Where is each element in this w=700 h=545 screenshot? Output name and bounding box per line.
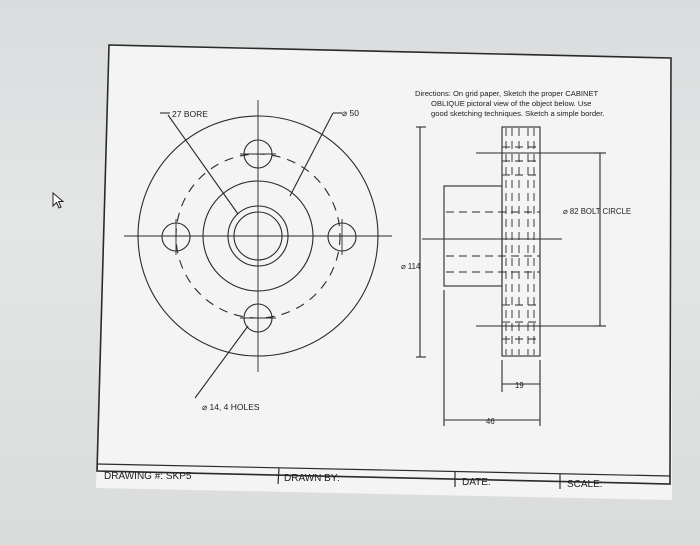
bore-label: 27 BORE xyxy=(172,109,208,119)
dim-19-label: 19 xyxy=(515,381,524,390)
directions-line-2: OBLIQUE pictoral view of the object belo… xyxy=(431,99,591,108)
drawing-border xyxy=(96,44,672,485)
dim-46-label: 46 xyxy=(486,417,495,426)
title-block xyxy=(96,463,671,489)
drawn-by: DRAWN BY: xyxy=(284,473,340,484)
holes-label: ⌀ 14, 4 HOLES xyxy=(202,402,260,412)
diameter-label: ⌀ 50 xyxy=(342,108,359,118)
side-view xyxy=(416,126,606,426)
holes-leader xyxy=(194,325,249,399)
scale-field: SCALE: xyxy=(567,479,603,490)
overall-diameter-label: ⌀ 114 xyxy=(401,262,421,271)
front-view xyxy=(124,100,392,399)
diameter-leader xyxy=(289,112,334,197)
bolt-circle-label: ⌀ 82 BOLT CIRCLE xyxy=(563,207,631,216)
hub-rect xyxy=(443,185,503,287)
drawing-number: DRAWING #: SKP5 xyxy=(104,471,192,482)
bore-leader xyxy=(167,114,239,215)
mouse-pointer-icon xyxy=(52,192,65,209)
directions-line-1: Directions: On grid paper, Sketch the pr… xyxy=(415,89,599,98)
date-field: DATE: xyxy=(462,477,491,488)
directions-line-3: good sketching techniques. Sketch a simp… xyxy=(431,109,605,118)
